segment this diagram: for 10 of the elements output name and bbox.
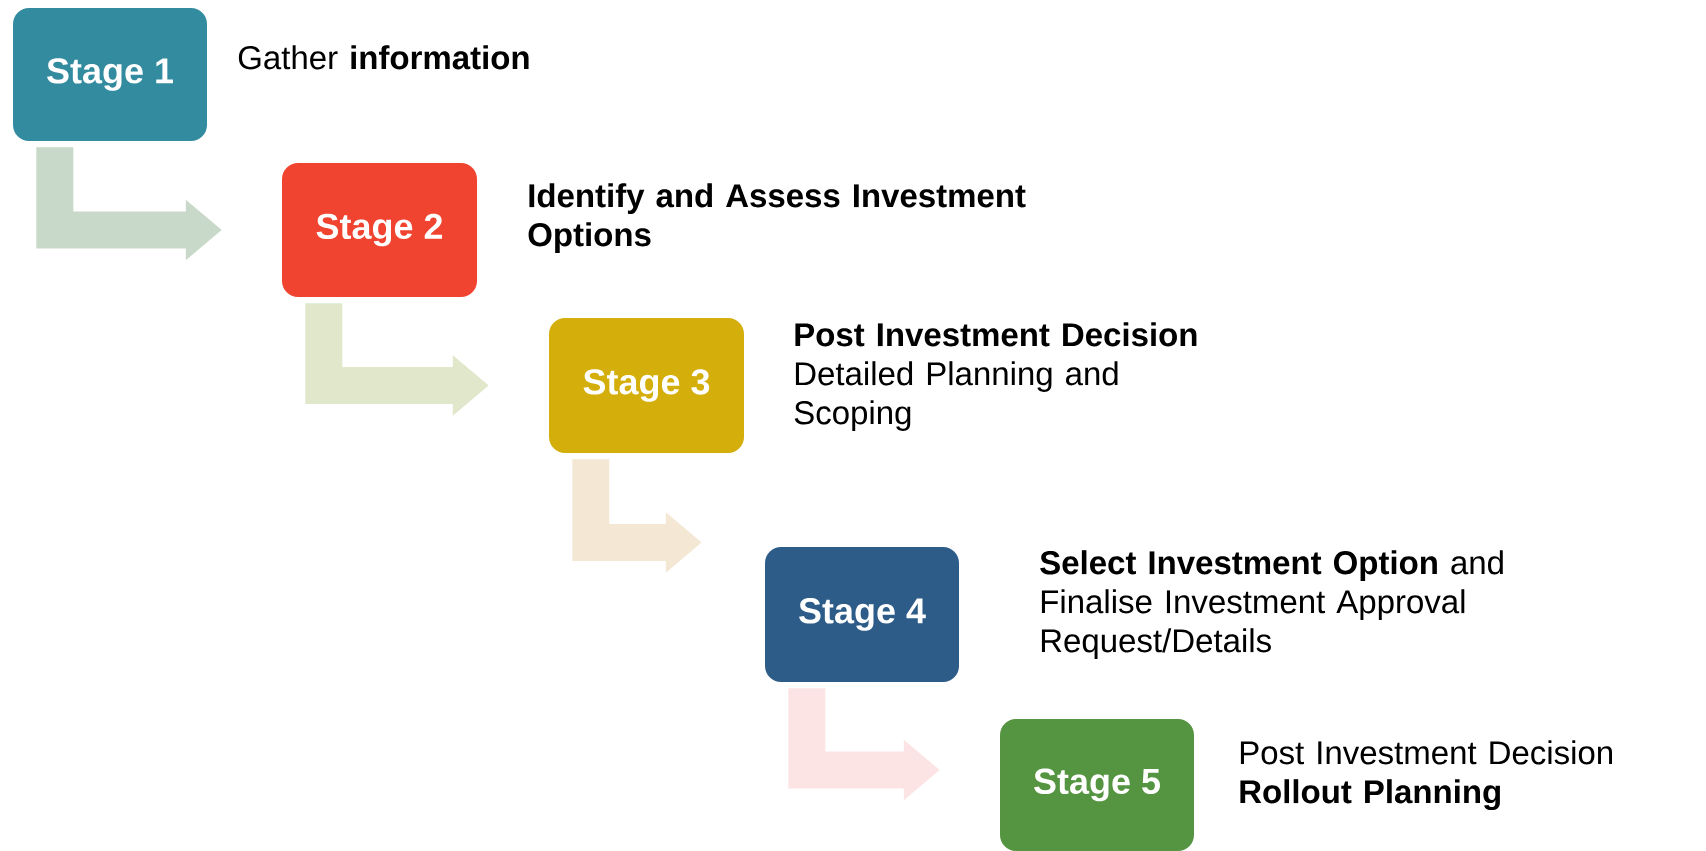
stage-box: Stage 4 [765, 547, 959, 682]
stage-box: Stage 1 [13, 8, 207, 141]
description-text: Select Investment Option and Finalise Investment Approval Request/Details [1040, 550, 1503, 659]
stage-box: Stage 5 [1000, 719, 1194, 851]
description-text: Post Investment Decision Rollout Planning [1240, 740, 1612, 811]
description-text: Post Investment Decision Detailed Planning and Scoping [794, 322, 1197, 431]
description-text: Gather information [238, 45, 529, 70]
description-text: Identify and Assess Investment Options [528, 183, 1026, 253]
stage-box: Stage 3 [549, 318, 744, 453]
stage-box: Stage 2 [282, 163, 477, 297]
